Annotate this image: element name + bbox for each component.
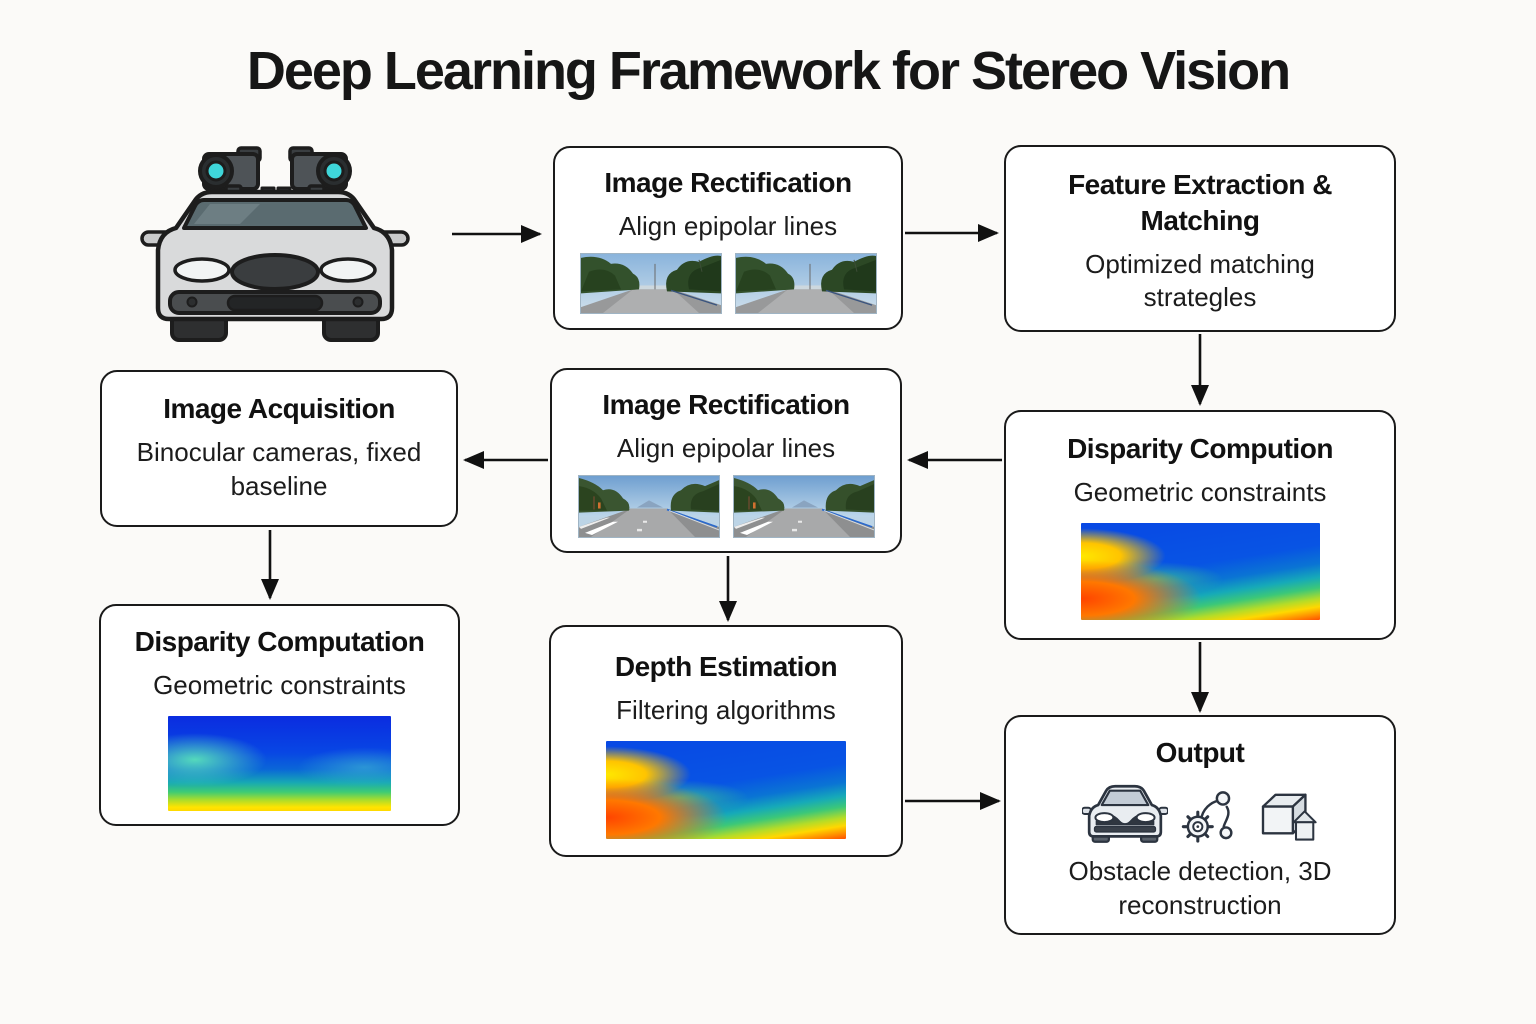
output-icons — [1082, 781, 1318, 845]
node-subtitle: Align epipolar lines — [616, 432, 836, 463]
stereo-camera-left — [198, 146, 262, 199]
page-title: Deep Learning Framework for Stereo Visio… — [246, 41, 1291, 101]
node-title: Output — [1155, 737, 1245, 768]
node-subtitle: Obstacle detection, 3D reconstruction — [1068, 855, 1332, 920]
node-image-acquisition: Image Acquisition Binocular cameras, fix… — [100, 370, 458, 527]
cube-3d-reconstruction-icon — [1261, 793, 1317, 841]
stereo-image-pair — [577, 474, 875, 538]
node-subtitle: Filtering algorithms — [616, 694, 836, 725]
node-subtitle: Geometric constraints — [153, 669, 406, 700]
gear-pipeline-icon — [1181, 790, 1233, 843]
stereo-camera-car-illustration — [140, 146, 410, 342]
node-title: Image Rectification — [602, 389, 850, 420]
disparity-map-image — [168, 715, 391, 811]
stereo-camera-right — [288, 146, 352, 199]
node-title: Disparity Compution — [1067, 433, 1333, 464]
car-icon — [1082, 784, 1168, 843]
node-title: Image Rectification — [604, 167, 852, 198]
node-depth-estimation: Depth Estimation Filtering algorithms — [549, 625, 903, 857]
node-title: Disparity Computation — [134, 626, 425, 657]
right-road-image — [732, 474, 875, 538]
node-output: Output — [1004, 715, 1396, 935]
node-subtitle: Optimized matching strategles — [1085, 248, 1315, 313]
depth-map-image — [606, 740, 846, 839]
node-disparity-computation-left: Disparity Computation Geometric constrai… — [99, 604, 460, 826]
left-road-image — [579, 252, 722, 314]
left-road-image — [577, 474, 720, 538]
node-feature-extraction: Feature Extraction & Matching Optimized … — [1004, 145, 1396, 332]
node-disparity-computation-right: Disparity Compution Geometric constraint… — [1004, 410, 1396, 640]
stereo-image-pair — [579, 252, 877, 314]
node-title: Depth Estimation — [614, 651, 838, 682]
right-road-image — [734, 252, 877, 314]
disparity-map-image — [1080, 522, 1320, 620]
node-title: Image Acquisition — [163, 393, 395, 424]
node-title: Feature Extraction & Matching — [1068, 169, 1332, 236]
node-image-rectification-top: Image Rectification Align epipolar lines — [553, 146, 903, 330]
node-subtitle: Geometric constraints — [1073, 476, 1327, 507]
node-subtitle: Align epipolar lines — [618, 210, 838, 241]
node-subtitle: Binocular cameras, fixed baseline — [136, 436, 422, 501]
node-image-rectification-mid: Image Rectification Align epipolar lines — [550, 368, 902, 553]
